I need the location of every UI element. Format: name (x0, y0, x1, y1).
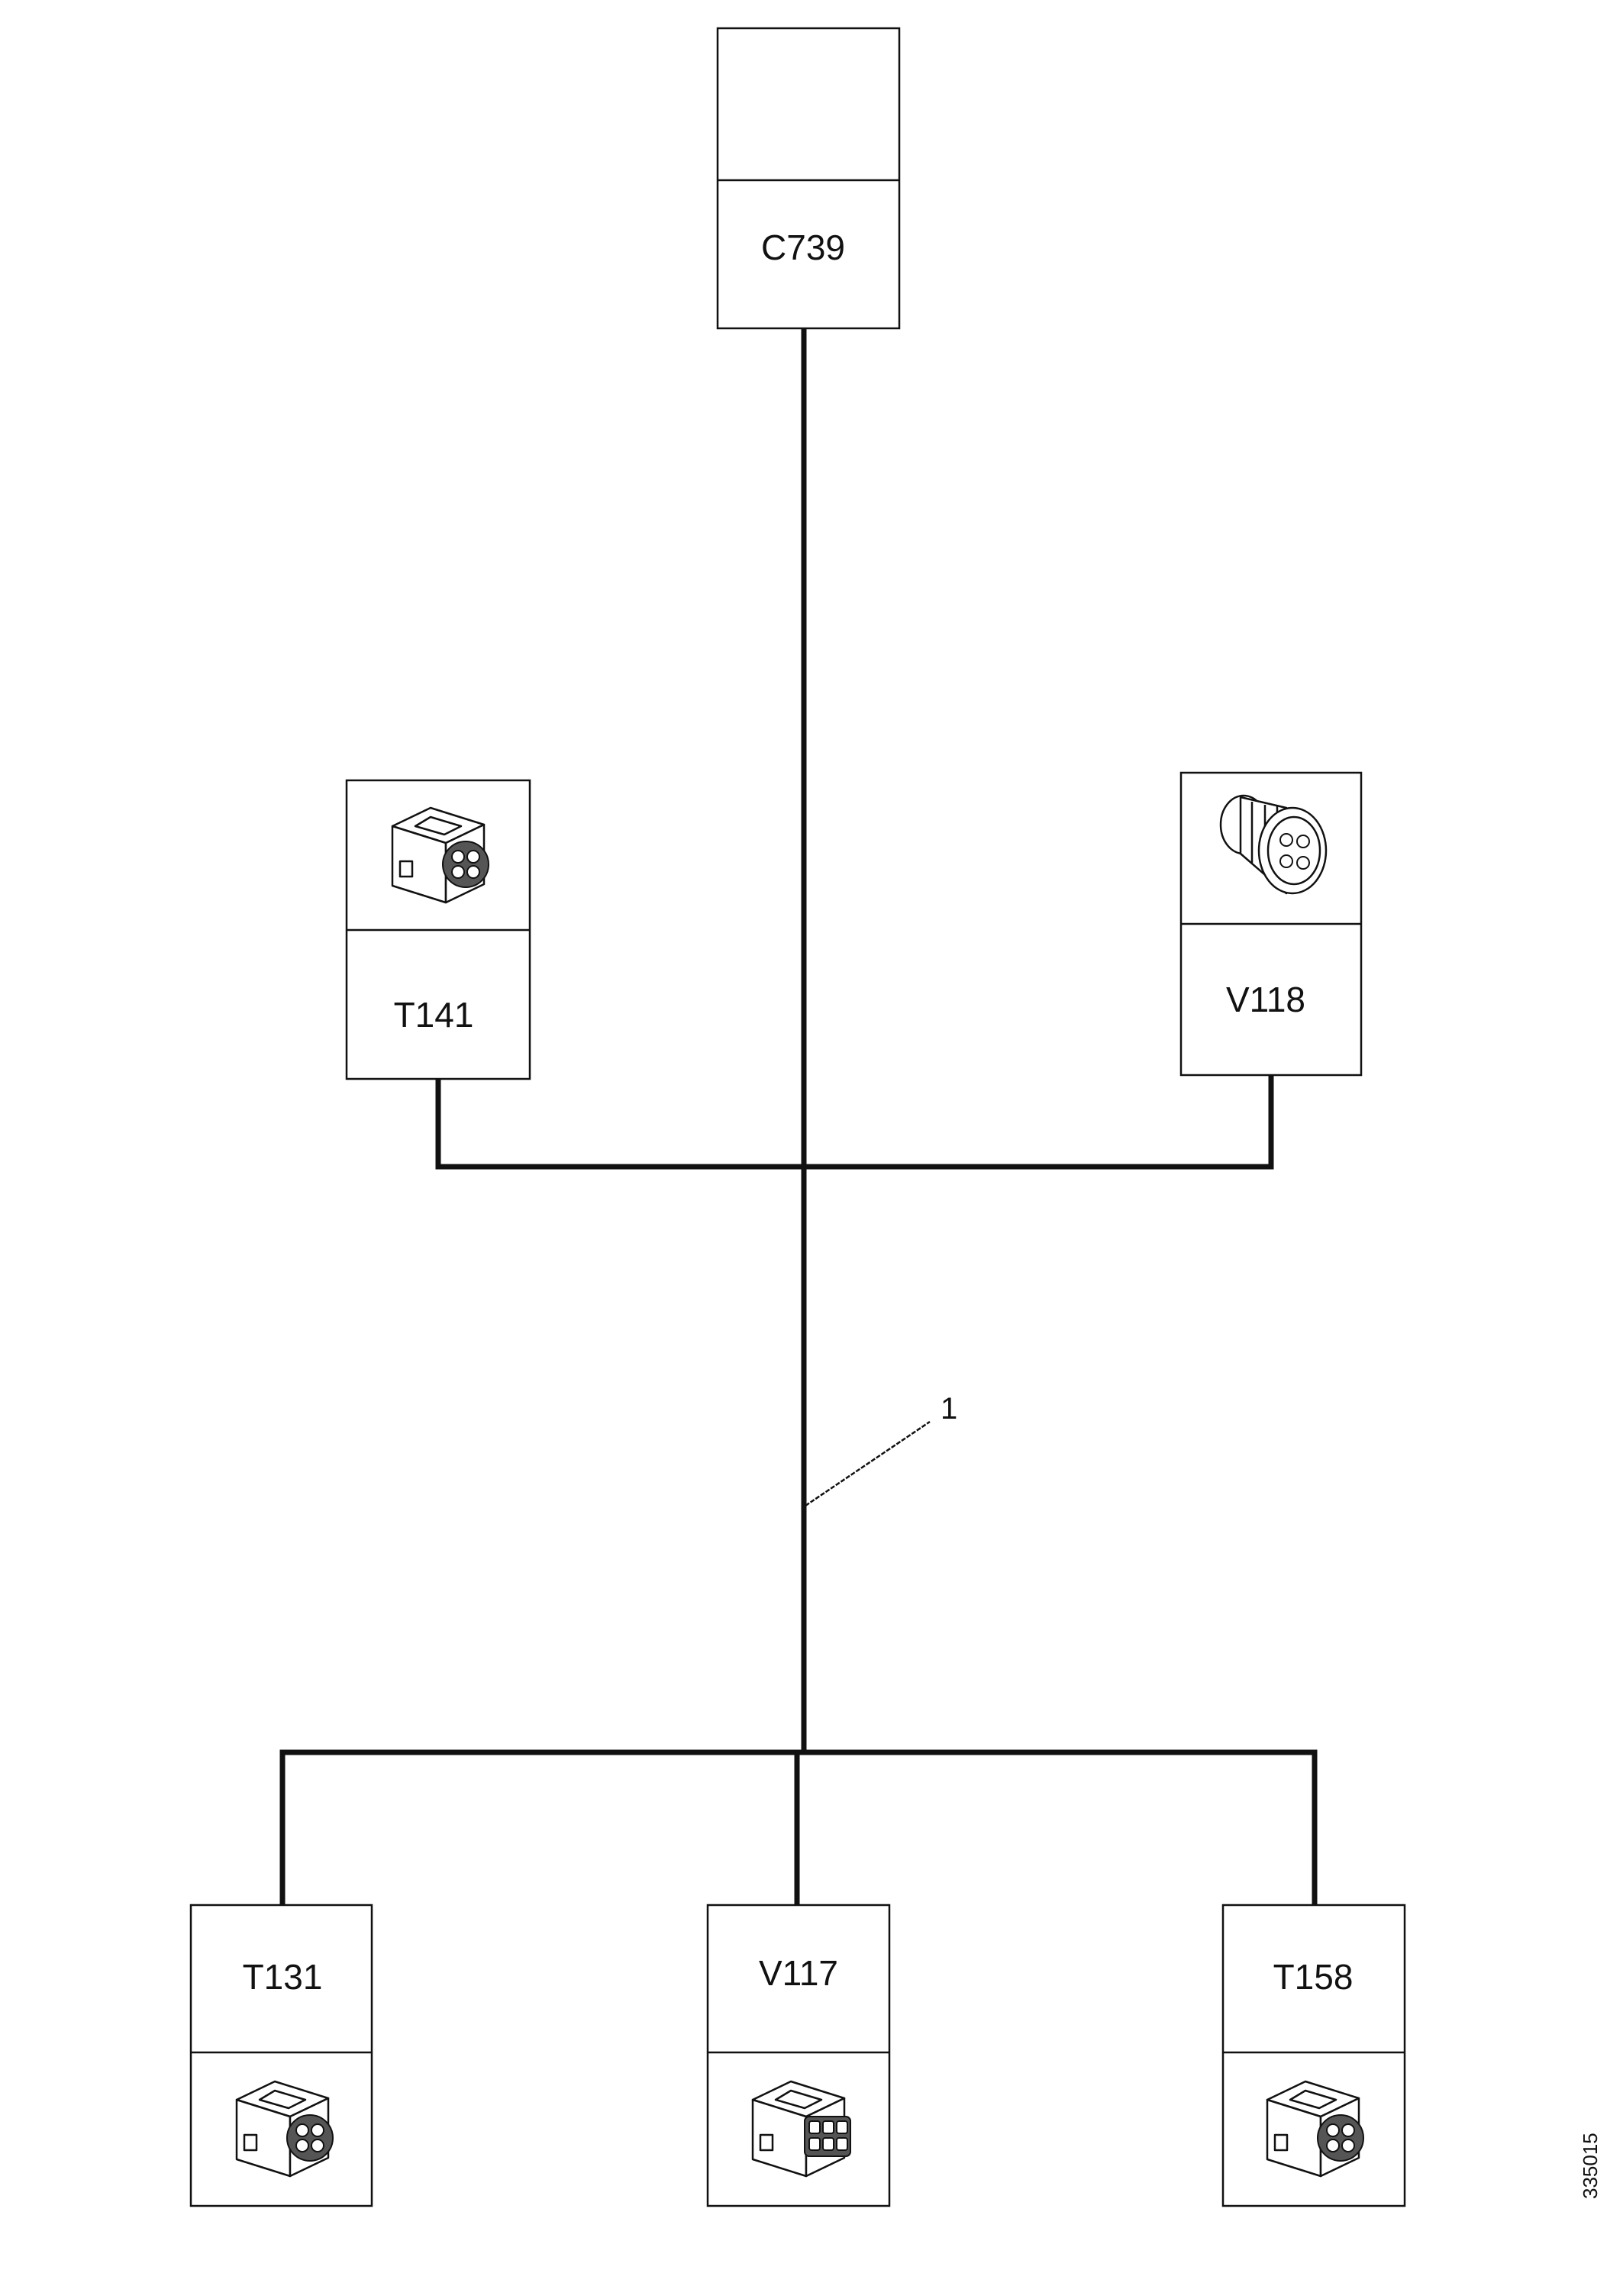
rectangular-connector-icon (751, 2080, 851, 2178)
square-connector-icon (235, 2080, 334, 2178)
connector-t131: T131 (189, 1904, 373, 2207)
connector-c739-label: C739 (761, 228, 845, 267)
round-connector-icon (1219, 794, 1328, 895)
callout-label: 1 (941, 1392, 957, 1426)
connector-v118: V118 (1179, 771, 1363, 1077)
callout-1: 1 (805, 1392, 957, 1507)
callout-leader-line (805, 1420, 931, 1507)
connector-c739: C739 (716, 27, 901, 330)
wire-harness (279, 325, 1318, 1908)
connector-v118-label: V118 (1226, 980, 1305, 1019)
connector-c739-box (716, 27, 901, 330)
connector-t141: T141 (345, 779, 531, 1080)
square-connector-icon (1266, 2080, 1364, 2178)
connector-t141-label: T141 (394, 995, 474, 1035)
upper-branch-wire (435, 1072, 1274, 1170)
connector-t158: T158 (1221, 1904, 1406, 2207)
connector-v117-label: V117 (759, 1953, 838, 1993)
figure-id: 335015 (1579, 2133, 1602, 2199)
connector-t131-label: T131 (243, 1957, 323, 1997)
connector-t158-label: T158 (1273, 1957, 1354, 1997)
connector-v117: V117 (706, 1904, 891, 2207)
square-connector-icon (391, 806, 489, 904)
